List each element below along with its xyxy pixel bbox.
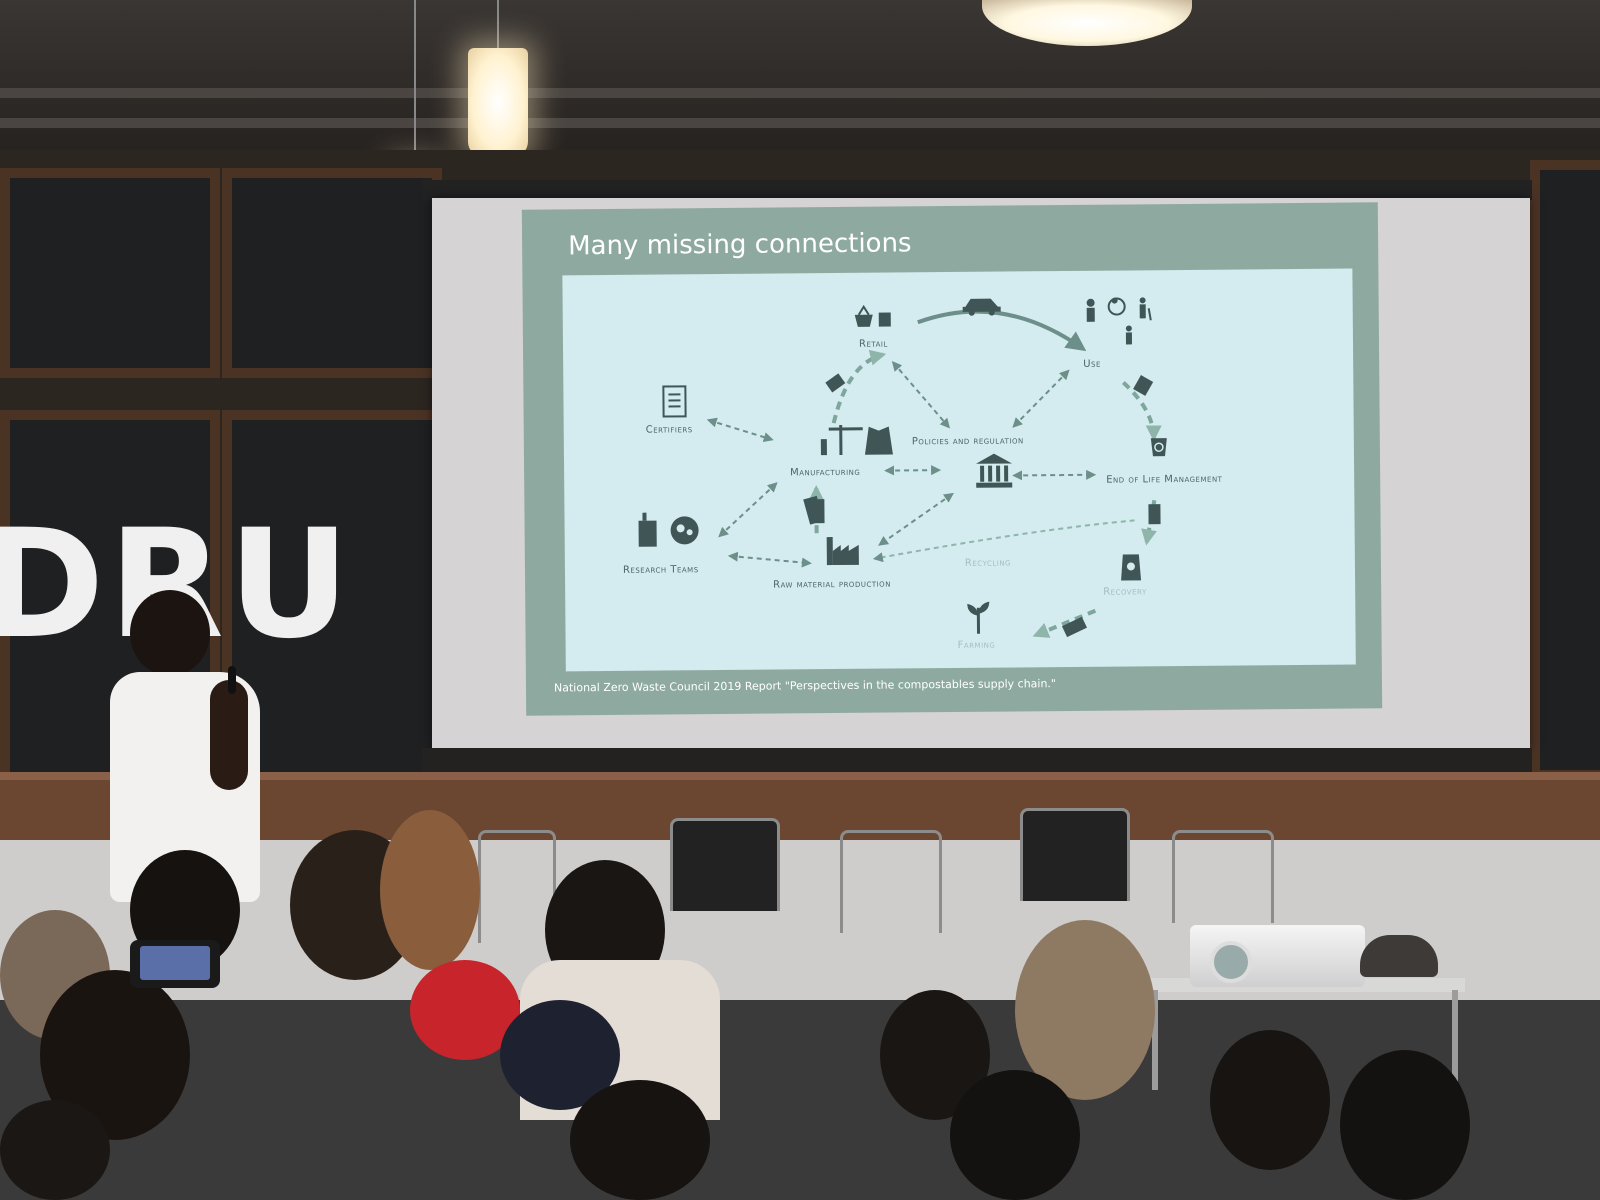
- truck-icon: [1148, 504, 1161, 525]
- projector: [1190, 925, 1365, 987]
- audience-member-head: [570, 1080, 710, 1200]
- compost-bag-icon: [1121, 554, 1142, 581]
- arrow-recovery-farming: [1032, 608, 1097, 638]
- basket-icon: [854, 304, 891, 327]
- arrow-use-policies: [1012, 369, 1070, 428]
- chair: [670, 818, 780, 911]
- truck-icon: [825, 373, 846, 393]
- checklist-icon: [662, 385, 687, 418]
- diagram-arrows: [706, 309, 1162, 638]
- node-certifiers: Certifiers: [645, 424, 693, 436]
- seedling-icon: [967, 601, 990, 634]
- arrow-recycling-raw: [872, 519, 1135, 563]
- audience: [0, 810, 1600, 1200]
- window: [1530, 160, 1600, 780]
- window: [0, 168, 220, 378]
- audience-member-head: [1015, 920, 1155, 1100]
- people-icon: [1086, 297, 1152, 345]
- arrow-use-eol: [1121, 381, 1162, 442]
- table-leg: [1452, 990, 1458, 1090]
- arrow-research-manufacturing: [718, 482, 778, 538]
- lab-icon: [638, 512, 699, 547]
- table-leg: [1152, 990, 1158, 1090]
- node-end-of-life: End of Life Management: [1106, 473, 1223, 486]
- government-building-icon: [976, 453, 1013, 488]
- arrow-retail-policies: [891, 360, 951, 429]
- node-retail: Retail: [858, 338, 888, 350]
- ceiling-beam: [0, 118, 1600, 128]
- audience-member-head: [1210, 1030, 1330, 1170]
- crane-icon: [820, 424, 893, 456]
- slide-caption: National Zero Waste Council 2019 Report …: [553, 677, 1057, 695]
- slide: Many missing connections: [521, 202, 1383, 716]
- factory-icon: [826, 537, 859, 566]
- presenter-head: [130, 590, 210, 676]
- audience-member-head: [380, 810, 480, 970]
- floor: [0, 1000, 1600, 1200]
- presenter-arm: [210, 680, 248, 790]
- microphone: [228, 666, 236, 694]
- node-raw-material: Raw material production: [773, 578, 891, 591]
- recycle-bin-icon: [1150, 438, 1167, 457]
- ceiling-beam: [0, 88, 1600, 98]
- pendant-lamp: [468, 48, 528, 156]
- arrow-certifiers-manufacturing: [706, 417, 774, 442]
- chair: [1172, 830, 1274, 923]
- pendant-wire: [414, 0, 416, 168]
- screen-housing: [422, 180, 1532, 200]
- supply-chain-diagram: Retail Use Certifiers Policies and regul…: [562, 268, 1356, 672]
- phone-screen: [140, 946, 210, 980]
- ceiling: [0, 0, 1600, 165]
- projector-lens: [1210, 941, 1252, 983]
- node-policies: Policies and regulation: [911, 435, 1024, 448]
- arrow-research-raw: [727, 551, 812, 568]
- screen-bottom-bar: [422, 748, 1532, 772]
- truck-icon: [810, 499, 825, 524]
- node-use: Use: [1083, 358, 1101, 370]
- slide-title: Many missing connections: [567, 228, 912, 262]
- arrow-policies-eol: [1012, 469, 1097, 481]
- car-icon: [962, 298, 1001, 316]
- node-farming: Farming: [957, 639, 996, 651]
- window: [222, 168, 442, 378]
- chair: [840, 830, 942, 933]
- node-recycling: Recycling: [964, 557, 1012, 569]
- audience-member-head: [0, 1100, 110, 1200]
- audience-member-head: [950, 1070, 1080, 1200]
- pendant-wire: [497, 0, 499, 50]
- arrow-policies-raw: [878, 492, 954, 546]
- truck-icon: [1061, 616, 1087, 638]
- truck-icon: [1133, 375, 1154, 396]
- chair: [1020, 808, 1130, 901]
- arrow-retail-use: [917, 309, 1087, 352]
- audience-member-head: [1340, 1050, 1470, 1200]
- node-recovery: Recovery: [1103, 586, 1147, 598]
- window: [222, 410, 442, 790]
- baseball-cap: [1360, 935, 1438, 977]
- wooden-counter: [0, 780, 1600, 840]
- node-research: Research Teams: [622, 564, 699, 576]
- node-manufacturing: Manufacturing: [790, 466, 861, 479]
